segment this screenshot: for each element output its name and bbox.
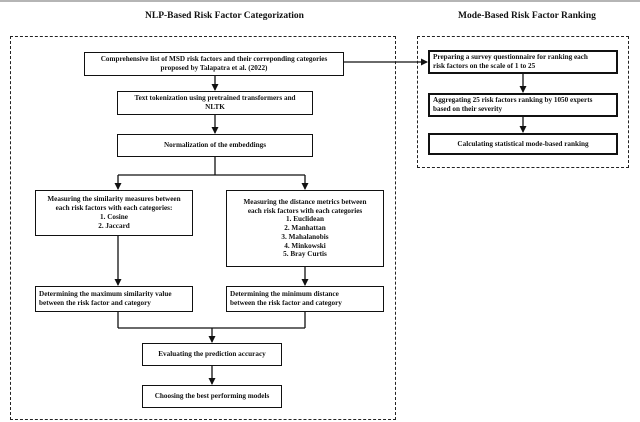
step-text-tokenization: Text tokenization using pretrained trans… — [117, 91, 313, 115]
left-panel-title: NLP-Based Risk Factor Categorization — [145, 11, 304, 21]
right-panel — [417, 36, 629, 168]
right-panel-title: Mode-Based Risk Factor Ranking — [458, 11, 596, 21]
top-border — [0, 0, 640, 2]
step-aggregate-rankings: Aggregating 25 risk factors ranking by 1… — [428, 93, 618, 117]
step-min-distance: Determining the minimum distance between… — [226, 286, 384, 312]
step-risk-factor-list: Comprehensive list of MSD risk factors a… — [84, 52, 344, 76]
step-evaluate-accuracy: Evaluating the prediction accuracy — [142, 343, 282, 366]
step-distance-metrics: Measuring the distance metrics between e… — [226, 190, 384, 267]
step-prepare-survey: Preparing a survey questionnaire for ran… — [428, 50, 618, 74]
step-calculate-mode-ranking: Calculating statistical mode-based ranki… — [428, 133, 618, 155]
step-choose-best-models: Choosing the best performing models — [142, 385, 282, 408]
step-max-similarity: Determining the maximum similarity value… — [35, 286, 193, 312]
step-similarity-measures: Measuring the similarity measures betwee… — [35, 190, 193, 236]
left-panel — [10, 36, 396, 420]
step-normalization: Normalization of the embeddings — [117, 134, 313, 157]
